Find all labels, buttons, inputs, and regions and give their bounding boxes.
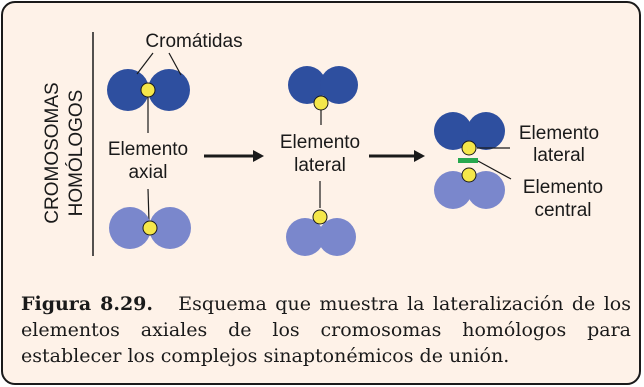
axial-element [140, 82, 156, 98]
central-pointer [477, 160, 512, 180]
caption-text: Esquema que muestra la lateralización de… [21, 293, 631, 367]
lateral-element [313, 95, 329, 111]
caption-label: Figura 8.29. [21, 293, 154, 315]
arrow-1 [204, 150, 264, 162]
axial-pointer-lower [147, 188, 150, 223]
stage-2-bottom-chromosome [286, 209, 356, 256]
chromatid [320, 66, 358, 104]
chromatid-pointer [168, 52, 182, 76]
side-label-line1: CROMOSOMAS [42, 82, 63, 223]
chromatid [467, 112, 505, 150]
meiosis-diagram: CROMOSOMAS HOMÓLOGOS Cromátidas Elemento… [42, 31, 603, 256]
stage-2-top-chromosome [288, 66, 358, 111]
central-label-line1: Elemento [523, 177, 603, 198]
arrow-2 [369, 150, 425, 162]
figure-caption: Figura 8.29. Esquema que muestra la late… [21, 291, 631, 369]
homologous-chromosomes-label: CROMOSOMAS HOMÓLOGOS [42, 82, 87, 223]
lateral-mid-label-line1: Elemento [280, 132, 360, 153]
axial-element [142, 220, 158, 236]
axial-label-line1: Elemento [108, 139, 188, 160]
lateral-mid-label-line2: lateral [294, 155, 346, 176]
lateral-element [461, 140, 477, 156]
chromatid [467, 171, 505, 209]
chromatid [318, 218, 356, 256]
lateral-element [312, 209, 328, 225]
chromatid [148, 69, 190, 111]
side-label-line2: HOMÓLOGOS [65, 90, 87, 217]
lateral-element [461, 167, 477, 183]
chromatid [286, 218, 324, 256]
axial-label-line2: axial [128, 162, 167, 183]
stage-1-top-chromosome [107, 69, 190, 111]
chromatid [288, 66, 326, 104]
central-label-line2: central [534, 200, 591, 221]
chromatid [109, 207, 151, 249]
chromatid-pointer [136, 52, 154, 75]
chromatid [434, 171, 472, 209]
chromatid [149, 207, 191, 249]
chromatids-label: Cromátidas [145, 31, 242, 52]
lateral-right-label-line2: lateral [533, 145, 585, 166]
stage-3-bottom-chromosome [434, 167, 505, 209]
stage-3-top-chromosome [434, 112, 505, 156]
stage-1-bottom-chromosome [109, 207, 191, 249]
central-element [458, 158, 478, 163]
chromatid [107, 69, 149, 111]
chromatid [434, 112, 472, 150]
lateral-right-label-line1: Elemento [519, 123, 599, 144]
